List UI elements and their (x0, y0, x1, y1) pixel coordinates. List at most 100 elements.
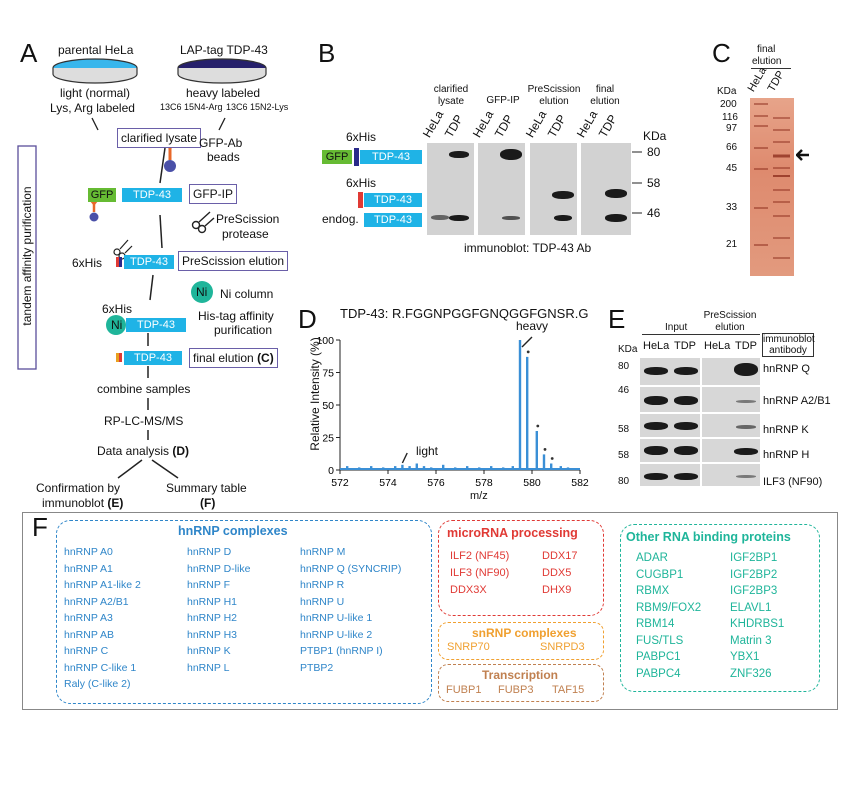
light-arrow (401, 452, 408, 464)
tdp43-his-a: TDP-43 (124, 255, 174, 269)
ni-bead-icon (191, 281, 213, 303)
y-tick-label: 50 (322, 400, 334, 412)
other-item: RBMX (636, 585, 670, 597)
mirna-item: ILF2 (NF45) (450, 550, 510, 562)
e-blot-bands (640, 358, 760, 486)
iso-arg-label: 13C6 15N4-Arg (160, 102, 223, 112)
trans-item-2: FUBP3 (498, 684, 534, 696)
hnrnp-item: hnRNP A1-like 2 (64, 579, 141, 591)
hnrnp-item: hnRNP A1 (64, 562, 113, 575)
mirna-box (438, 520, 604, 616)
y-tick-label: 75 (322, 368, 334, 380)
e-kda-label: KDa (618, 344, 638, 355)
e-marker-1: 80 (618, 361, 630, 372)
b-tdp-row1: TDP-43 (360, 150, 422, 164)
heavy-arrow (521, 336, 533, 348)
b-gfp-tag: GFP (322, 150, 352, 164)
d-ylabel: Relative Intensity (%) (308, 337, 322, 451)
transcription-title: Transcription (482, 668, 559, 682)
c-gel (750, 98, 794, 276)
b-marker-46: 46 (647, 206, 661, 220)
hnrnp-item: hnRNP A2/B1 (64, 595, 129, 608)
mirna-col2: DDX17 DDX5 DHX9 (542, 548, 577, 599)
hnrnp-col3: hnRNP M hnRNP Q (SYNCRIP) hnRNP R hnRNP … (300, 544, 401, 676)
c-marker-116: 116 (722, 112, 738, 123)
hnrnp-item: hnRNP L (187, 661, 230, 674)
b-header-gfpip: GFP-IP (486, 95, 520, 106)
hnrnp-item: hnRNP D-like (187, 562, 251, 575)
e-presc-line2: elution (715, 322, 745, 333)
b-blot-2 (478, 143, 525, 235)
peak-marker (550, 457, 554, 460)
trans-item-1: FUBP1 (446, 684, 482, 696)
e-blot (640, 358, 760, 486)
y-tick-label: 100 (316, 335, 334, 347)
hnrnp-item: hnRNP A3 (64, 612, 113, 624)
prescission-elution-box: PreScission elution (178, 251, 289, 271)
other-col2: IGF2BP1 IGF2BP2 IGF2BP3 ELAVL1 KHDRBS1 M… (730, 550, 784, 682)
other-item: PABPC4 (636, 667, 681, 680)
lys-arg-label: Lys, Arg labeled (50, 101, 135, 115)
b-his-stripe-1 (354, 148, 359, 166)
e-ib-box: immunoblot antibody (762, 333, 815, 357)
hnrnp-item: hnRNP H2 (187, 612, 237, 624)
lcms-label: RP-LC-MS/MS (104, 414, 184, 428)
final-elution-box: final elution (C) (189, 348, 278, 368)
confirm-line1: Confirmation by (36, 481, 121, 495)
e-marker-3: 58 (618, 424, 630, 435)
hnrnp-item: PTBP1 (hnRNP I) (300, 645, 383, 657)
b-blot-4 (581, 143, 631, 235)
d-peptide: TDP-43: R.FGGNPGGFGNQGGFGNSR.G (340, 306, 589, 321)
prescission-label: PreScission (216, 212, 280, 226)
c-marker-21: 21 (726, 239, 738, 250)
hnrnp-item: hnRNP K (187, 645, 231, 657)
d-light-label: light (416, 444, 439, 458)
other-col1: ADAR CUGBP1 RBMX RBM9/FOX2 RBM14 FUS/TLS… (636, 550, 701, 682)
c-marker-66: 66 (726, 142, 738, 153)
e-presc-rule (702, 334, 760, 335)
e-row-label-3: hnRNP K (763, 424, 809, 436)
b-row1-his: 6xHis (346, 130, 377, 144)
b-blot-3 (530, 143, 577, 235)
e-lane-1: HeLa (643, 340, 670, 352)
parental-hela-label: parental HeLa (58, 43, 134, 57)
other-item: ZNF326 (730, 667, 772, 680)
hnrnp-item: hnRNP A0 (64, 546, 113, 558)
mirna-item: ILF3 (NF90) (450, 567, 510, 579)
gfp-ab-label: GFP-Ab (199, 136, 243, 150)
trans-item-3: TAF15 (552, 684, 585, 696)
y-tick-label: 0 (328, 465, 334, 477)
panel-letter-a: A (20, 38, 38, 68)
peak-marker (536, 424, 540, 428)
gfp-tag: GFP (88, 188, 116, 202)
other-rbp-title: Other RNA binding proteins (626, 530, 791, 544)
summary-ref: (F) (200, 496, 216, 510)
gfp-ip-box: GFP-IP (189, 184, 238, 204)
panel-letter-e: E (608, 304, 626, 334)
x-tick-label: 578 (475, 477, 493, 489)
tandem-label: tandem affinity purification (20, 186, 34, 326)
panel-letter-b: B (318, 38, 336, 68)
combine-label: combine samples (97, 382, 191, 396)
b-tdp-row2: TDP-43 (364, 193, 422, 207)
x-tick-label: 582 (571, 477, 589, 489)
snrnp-title: snRNP complexes (472, 626, 577, 640)
hnrnp-item: Raly (C-like 2) (64, 678, 131, 690)
summary-line1: Summary table (166, 481, 247, 495)
c-title-1: final (757, 44, 776, 55)
b-header-final: final elution (590, 84, 620, 107)
scissors-icon (191, 211, 215, 234)
c-marker-200: 200 (720, 99, 737, 110)
d-xlabel: m/z (470, 490, 488, 502)
x-tick-label: 574 (379, 477, 397, 489)
e-lane-2: TDP (674, 340, 696, 352)
c-title-rule (751, 68, 791, 69)
hnrnp-item: hnRNP U (300, 595, 345, 608)
hnrnp-col1: hnRNP A0 hnRNP A1 hnRNP A1-like 2 hnRNP … (64, 544, 141, 693)
protease-label: protease (222, 227, 269, 241)
sixhis-label-a1: 6xHis (72, 256, 103, 270)
other-item: RBM14 (636, 618, 675, 630)
snrnp-item-2: SNRPD3 (540, 641, 585, 653)
hnrnp-item: hnRNP D (187, 546, 232, 558)
b-caption: immunoblot: TDP-43 Ab (464, 241, 592, 255)
